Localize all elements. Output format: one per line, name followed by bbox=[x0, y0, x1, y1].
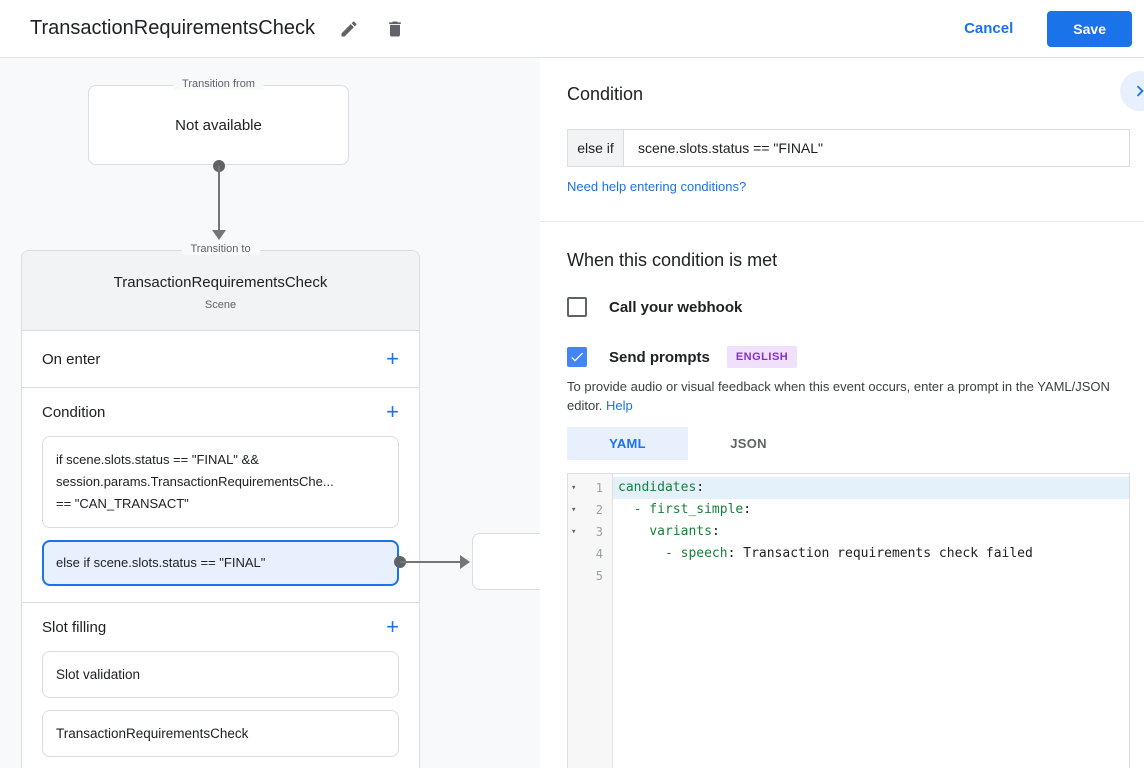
tab-json[interactable]: JSON bbox=[688, 427, 809, 460]
condition-item-elseif-selected[interactable]: else if scene.slots.status == "FINAL" bbox=[42, 540, 399, 586]
connector-line-horizontal bbox=[400, 561, 460, 563]
slot-item-validation[interactable]: Slot validation bbox=[42, 651, 399, 698]
page-title: TransactionRequirementsCheck bbox=[30, 17, 315, 39]
line-number: 5 bbox=[595, 569, 603, 583]
editor-gutter: ▾1 ▾2 ▾3 4 5 bbox=[568, 474, 613, 768]
gutter-line-3: ▾3 bbox=[568, 521, 612, 543]
prompt-description: To provide audio or visual feedback when… bbox=[567, 377, 1133, 415]
code-line-5 bbox=[613, 565, 1129, 587]
language-badge: ENGLISH bbox=[726, 346, 798, 368]
transition-from-box[interactable]: Transition from Not available bbox=[88, 78, 349, 165]
gutter-line-1: ▾1 bbox=[568, 477, 612, 499]
cancel-button[interactable]: Cancel bbox=[964, 20, 1014, 37]
chevron-right-icon bbox=[1129, 80, 1144, 102]
line-number: 1 bbox=[595, 481, 603, 495]
delete-scene-button[interactable] bbox=[383, 17, 407, 41]
arrow-right-icon bbox=[460, 555, 470, 569]
add-slot-button[interactable]: + bbox=[386, 614, 399, 639]
transition-to-card: Transition to TransactionRequirementsChe… bbox=[21, 243, 420, 768]
on-enter-row: On enter + bbox=[22, 331, 419, 388]
gutter-line-5: 5 bbox=[568, 565, 612, 587]
line-number: 2 bbox=[595, 503, 603, 517]
panel-divider bbox=[540, 221, 1144, 222]
panel-title: Condition bbox=[567, 84, 644, 104]
code-line-1: candidates: bbox=[613, 477, 1129, 499]
transition-from-content: Not available bbox=[175, 116, 262, 134]
connector-line-vertical bbox=[218, 166, 220, 230]
transition-to-label: Transition to bbox=[181, 243, 260, 255]
add-on-enter-button[interactable]: + bbox=[386, 346, 399, 371]
pencil-icon bbox=[339, 19, 359, 39]
scene-card-header[interactable]: TransactionRequirementsCheck Scene bbox=[22, 251, 419, 331]
fold-arrow-icon[interactable]: ▾ bbox=[571, 483, 577, 493]
condition-section: Condition + if scene.slots.status == "FI… bbox=[22, 388, 419, 603]
send-prompts-label: Send prompts bbox=[609, 348, 710, 366]
code-line-2: - first_simple: bbox=[633, 502, 752, 517]
webhook-label: Call your webhook bbox=[609, 298, 743, 316]
editor-tabs: YAML JSON bbox=[567, 427, 809, 460]
scene-card-subtitle: Scene bbox=[204, 299, 237, 311]
slot-filling-label: Slot filling bbox=[42, 618, 107, 636]
checkmark-icon bbox=[569, 349, 585, 365]
transition-from-label: Transition from bbox=[173, 78, 264, 90]
line-number: 3 bbox=[595, 525, 603, 539]
slot-item-transaction[interactable]: TransactionRequirementsCheck bbox=[42, 710, 399, 757]
yaml-code-editor[interactable]: ▾1 ▾2 ▾3 4 5 candidates: - first_simple:… bbox=[567, 473, 1130, 768]
code-line-3: variants: bbox=[649, 524, 720, 539]
header-bar: TransactionRequirementsCheck Cancel Save bbox=[0, 0, 1144, 58]
conditions-help-link[interactable]: Need help entering conditions? bbox=[567, 179, 747, 194]
condition-if-line3: == "CAN_TRANSACT" bbox=[56, 496, 189, 511]
condition-item-if[interactable]: if scene.slots.status == "FINAL" && sess… bbox=[42, 436, 399, 528]
webhook-checkbox[interactable] bbox=[567, 297, 587, 317]
add-condition-button[interactable]: + bbox=[386, 399, 399, 424]
when-met-title: When this condition is met bbox=[567, 250, 778, 270]
condition-detail-panel: Condition else if Need help entering con… bbox=[540, 58, 1144, 768]
webhook-row: Call your webhook bbox=[567, 297, 742, 317]
gutter-line-2: ▾2 bbox=[568, 499, 612, 521]
gutter-line-4: 4 bbox=[568, 543, 612, 565]
scene-graph-canvas: Transition from Not available Transition… bbox=[0, 58, 540, 768]
prompt-description-text: To provide audio or visual feedback when… bbox=[567, 379, 1110, 413]
prompt-help-link[interactable]: Help bbox=[606, 398, 633, 413]
arrow-down-icon bbox=[212, 230, 226, 240]
collapse-panel-button[interactable] bbox=[1120, 71, 1144, 111]
condition-if-line2: session.params.TransactionRequirementsCh… bbox=[56, 474, 334, 489]
condition-expression-input[interactable] bbox=[624, 130, 1129, 166]
on-enter-label: On enter bbox=[42, 350, 101, 368]
condition-prefix-label: else if bbox=[568, 130, 624, 166]
send-prompts-checkbox[interactable] bbox=[567, 347, 587, 367]
condition-section-label: Condition bbox=[42, 403, 106, 421]
trash-icon bbox=[385, 19, 405, 39]
tab-yaml[interactable]: YAML bbox=[567, 427, 688, 460]
edit-title-button[interactable] bbox=[337, 17, 361, 41]
slot-filling-section: Slot filling + Slot validation Transacti… bbox=[22, 603, 419, 757]
scene-card-title: TransactionRequirementsCheck bbox=[113, 274, 328, 291]
save-button[interactable]: Save bbox=[1047, 10, 1132, 47]
next-scene-box[interactable] bbox=[472, 533, 540, 590]
condition-if-line1: if scene.slots.status == "FINAL" && bbox=[56, 452, 259, 467]
code-line-4: - speech: Transaction requirements check… bbox=[664, 546, 1033, 561]
send-prompts-row: Send prompts ENGLISH bbox=[567, 346, 798, 368]
fold-arrow-icon[interactable]: ▾ bbox=[571, 527, 577, 537]
line-number: 4 bbox=[595, 547, 603, 561]
editor-code-area[interactable]: candidates: - first_simple: variants: - … bbox=[613, 474, 1129, 768]
condition-input-group: else if bbox=[567, 129, 1130, 167]
fold-arrow-icon[interactable]: ▾ bbox=[571, 505, 577, 515]
